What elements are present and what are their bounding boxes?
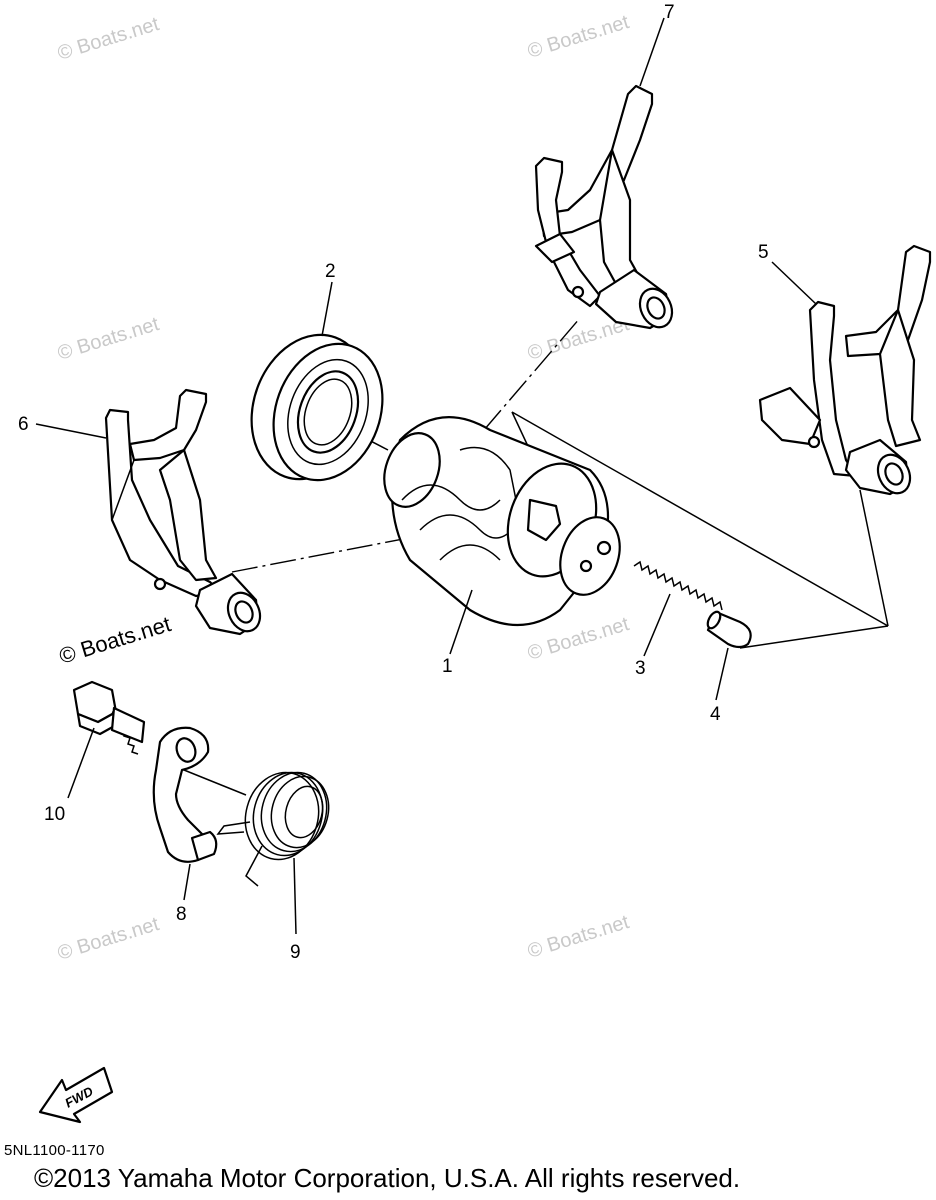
detent-pin [706, 610, 752, 649]
watermark: © Boats.net [55, 313, 162, 365]
watermark: © Boats.net [525, 11, 632, 63]
callout-7: 7 [664, 2, 675, 23]
diagram-code: 5NL1100-1170 [4, 1142, 105, 1159]
detent-spring [633, 560, 723, 611]
callouts: 1 2 3 4 5 6 7 8 9 10 [18, 2, 769, 963]
stopper-lever [152, 726, 218, 863]
callout-5: 5 [758, 242, 769, 263]
watermark: © Boats.net [56, 611, 174, 669]
callout-3: 3 [635, 658, 646, 679]
shift-fork-right [758, 244, 932, 496]
fwd-arrow-icon: FWD [38, 1066, 114, 1124]
copyright-notice: ©2013 Yamaha Motor Corporation, U.S.A. A… [34, 1163, 741, 1193]
callout-10: 10 [44, 804, 65, 825]
callout-1: 1 [442, 656, 453, 677]
watermark: © Boats.net [55, 13, 162, 65]
watermark: © Boats.net [55, 913, 162, 965]
bearing [250, 333, 384, 482]
shift-fork-top [534, 84, 674, 330]
callout-2: 2 [325, 261, 336, 282]
bolt [72, 680, 146, 755]
watermark: © Boats.net [525, 911, 632, 963]
callout-9: 9 [290, 942, 301, 963]
shift-fork-left [104, 388, 262, 636]
callout-4: 4 [710, 704, 721, 725]
leader-lines [35, 17, 817, 935]
callout-8: 8 [176, 904, 187, 925]
callout-6: 6 [18, 414, 29, 435]
shift-drum [383, 416, 621, 626]
torsion-spring [216, 771, 330, 887]
